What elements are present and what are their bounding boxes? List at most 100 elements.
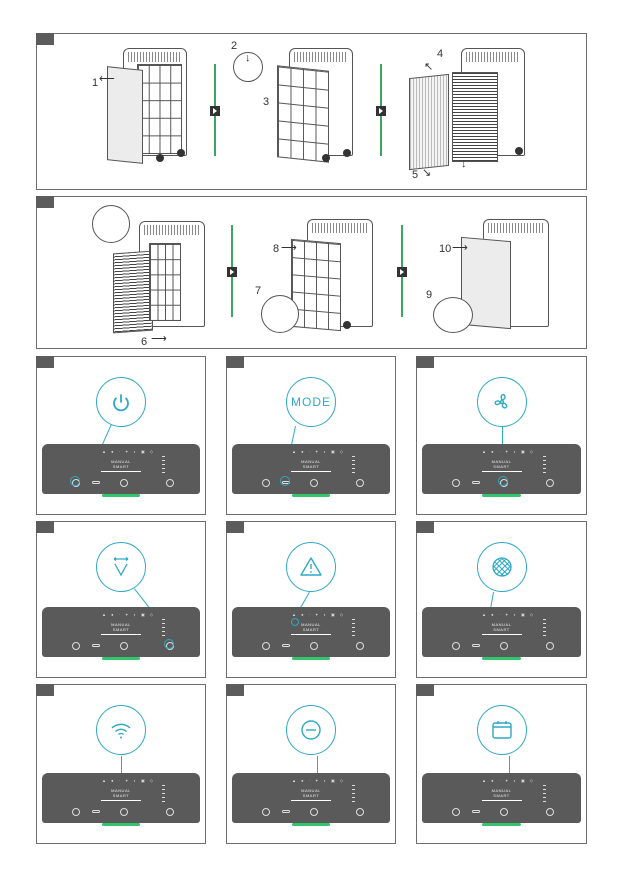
step-number: 5 <box>412 169 419 181</box>
panel-tab <box>36 196 54 208</box>
swing-button[interactable] <box>356 642 364 650</box>
arrow-right-icon: ⟶ <box>151 333 167 345</box>
level-indicator <box>162 619 165 637</box>
down-arrow-icon: ↓ <box>461 158 467 170</box>
indicator-row: ▲ ● · ✦ ◗ ▣ ◇ <box>292 449 345 454</box>
callout-line <box>317 756 318 784</box>
highlight-ring <box>498 476 508 486</box>
minus-icon <box>286 705 336 755</box>
panel-tab <box>226 356 244 368</box>
warning-icon <box>286 542 336 592</box>
status-light <box>102 823 140 826</box>
level-indicator <box>543 785 546 803</box>
next-step-icon <box>227 267 237 277</box>
mode-button[interactable] <box>92 481 100 484</box>
fan-button[interactable] <box>500 642 508 650</box>
power-button[interactable] <box>262 642 270 650</box>
power-button[interactable] <box>72 642 80 650</box>
mesh-prefilter <box>409 73 449 171</box>
wifi-icon <box>96 705 146 755</box>
fan-button[interactable] <box>120 642 128 650</box>
mode-button[interactable] <box>472 481 480 484</box>
swing-icon <box>96 542 146 592</box>
mode-bar <box>291 471 331 472</box>
mode-button[interactable] <box>472 644 480 647</box>
swing-button[interactable] <box>356 479 364 487</box>
next-step-icon <box>210 106 220 116</box>
swing-button[interactable] <box>546 479 554 487</box>
mode-button[interactable] <box>282 644 290 647</box>
mode-bar <box>101 634 141 635</box>
swing-button[interactable] <box>166 479 174 487</box>
power-button[interactable] <box>72 808 80 816</box>
power-button[interactable] <box>452 808 460 816</box>
filter-frame <box>149 243 181 321</box>
indicator-row: ▲ ● · ✦ ◗ ▣ ◇ <box>482 778 535 783</box>
mode-button[interactable] <box>92 644 100 647</box>
fan-button[interactable] <box>310 479 318 487</box>
power-button[interactable] <box>262 479 270 487</box>
hepa-filter <box>452 72 498 162</box>
highlight-ring <box>70 476 80 486</box>
power-button[interactable] <box>452 479 460 487</box>
swing-button[interactable] <box>356 808 364 816</box>
fan-button[interactable] <box>310 642 318 650</box>
mode-bar <box>481 800 522 801</box>
next-step-icon <box>376 106 386 116</box>
arrow-up-left-icon: ↖ <box>424 61 434 73</box>
mode-bar <box>291 634 331 635</box>
status-light <box>102 657 140 660</box>
fan-button[interactable] <box>120 479 128 487</box>
power-button[interactable] <box>262 808 270 816</box>
step-number: 3 <box>263 96 270 108</box>
mode-bar <box>101 800 141 801</box>
filter-icon <box>476 542 527 592</box>
highlight-ring <box>291 618 299 626</box>
fan-button[interactable] <box>310 808 318 816</box>
panel-tab <box>36 521 54 533</box>
mode-bar <box>481 634 522 635</box>
filter-removal-panel: 1 ⟵ 2 ↓ 3 4 ↖ 5 ↘ ↓ <box>36 33 587 190</box>
power-button[interactable] <box>452 642 460 650</box>
level-indicator <box>543 619 546 637</box>
mode-button[interactable] <box>282 810 290 813</box>
indicator-row: ▲ ● · ✦ ◗ ▣ ◇ <box>102 612 155 617</box>
mode-button[interactable] <box>92 810 100 813</box>
indicator-row: ▲ ● · ✦ ◗ ▣ ◇ <box>102 449 155 454</box>
highlight-ring <box>280 476 290 486</box>
fan-button[interactable] <box>120 808 128 816</box>
wheel <box>322 154 330 162</box>
step-number: 4 <box>437 48 444 60</box>
indicator-row: ▲ ● · ✦ ◗ ▣ ◇ <box>482 449 535 454</box>
swing-button[interactable] <box>546 642 554 650</box>
status-light <box>482 494 521 497</box>
panel-tab <box>416 521 434 533</box>
panel-tab <box>36 684 54 696</box>
wheel <box>177 149 185 157</box>
latch-detail-inset <box>433 297 473 333</box>
status-light <box>102 494 140 497</box>
fan-button[interactable] <box>500 808 508 816</box>
indicator-row: ▲ ● · ✦ ◗ ▣ ◇ <box>482 612 535 617</box>
swing-button[interactable] <box>166 808 174 816</box>
swing-button[interactable] <box>546 808 554 816</box>
callout-line <box>509 756 510 784</box>
mode-button[interactable] <box>472 810 480 813</box>
status-light <box>292 823 330 826</box>
